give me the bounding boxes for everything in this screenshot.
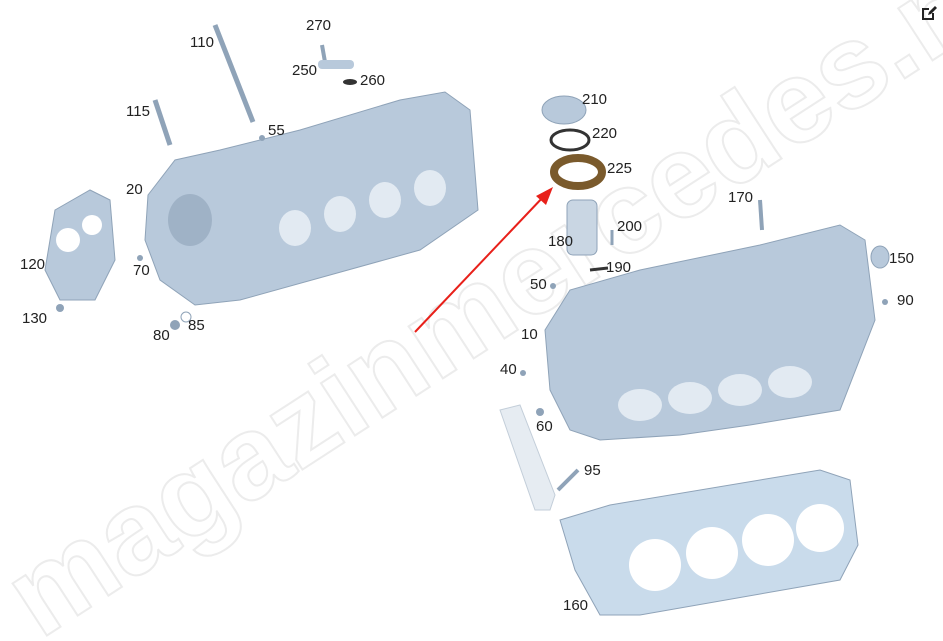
callout-90[interactable]: 90 <box>897 292 914 309</box>
bolt-130[interactable] <box>56 304 64 312</box>
callout-200[interactable]: 200 <box>617 218 643 235</box>
bolt-95[interactable] <box>556 468 580 492</box>
callout-85[interactable]: 85 <box>188 317 205 334</box>
cylinder-head-left[interactable] <box>144 91 479 306</box>
callout-95[interactable]: 95 <box>584 462 601 479</box>
callout-225[interactable]: 225 <box>607 160 633 177</box>
part-190[interactable] <box>589 266 609 272</box>
callout-60[interactable]: 60 <box>536 418 553 435</box>
callout-260[interactable]: 260 <box>360 72 386 89</box>
callout-270[interactable]: 270 <box>306 17 332 34</box>
callout-180[interactable]: 180 <box>548 233 574 250</box>
callout-150[interactable]: 150 <box>889 250 915 267</box>
callout-250[interactable]: 250 <box>292 62 318 79</box>
oring-220[interactable] <box>549 128 591 152</box>
part-270-250-260[interactable] <box>318 44 357 85</box>
ring-85[interactable] <box>180 311 192 323</box>
part-50[interactable] <box>550 283 556 289</box>
cap-210[interactable] <box>541 95 587 125</box>
plug-70[interactable] <box>137 255 143 261</box>
callout-220[interactable]: 220 <box>592 125 618 142</box>
edit-icon[interactable] <box>920 4 938 22</box>
cylinder-head-right[interactable] <box>544 224 876 441</box>
bolt-115[interactable] <box>152 99 173 146</box>
plug-80[interactable] <box>170 320 180 330</box>
bolt-90[interactable] <box>882 299 888 305</box>
callout-190[interactable]: 190 <box>606 259 632 276</box>
part-55[interactable] <box>259 135 265 141</box>
callout-130[interactable]: 130 <box>22 310 48 327</box>
callout-55[interactable]: 55 <box>268 122 285 139</box>
part-40[interactable] <box>520 370 526 376</box>
part-60[interactable] <box>536 408 544 416</box>
gasket-160[interactable] <box>559 469 859 616</box>
bolt-110[interactable] <box>212 24 256 123</box>
callout-160[interactable]: 160 <box>563 597 589 614</box>
pointer-arrow <box>414 187 553 333</box>
callout-115[interactable]: 115 <box>126 103 150 120</box>
cover-120[interactable] <box>44 189 116 301</box>
callout-80[interactable]: 80 <box>153 327 170 344</box>
rail-part[interactable] <box>499 404 556 511</box>
callout-20[interactable]: 20 <box>126 181 143 198</box>
callout-50[interactable]: 50 <box>530 276 547 293</box>
filler-neck-180[interactable] <box>566 199 598 256</box>
callout-170[interactable]: 170 <box>728 189 754 206</box>
callout-210[interactable]: 210 <box>582 91 608 108</box>
seal-225[interactable] <box>550 154 606 190</box>
plug-150[interactable] <box>870 245 890 269</box>
callout-40[interactable]: 40 <box>500 361 517 378</box>
callout-70[interactable]: 70 <box>133 262 150 279</box>
callout-10[interactable]: 10 <box>521 326 538 343</box>
callout-120[interactable]: 120 <box>20 256 46 273</box>
callout-110[interactable]: 110 <box>190 34 214 51</box>
bolt-170[interactable] <box>758 199 764 231</box>
